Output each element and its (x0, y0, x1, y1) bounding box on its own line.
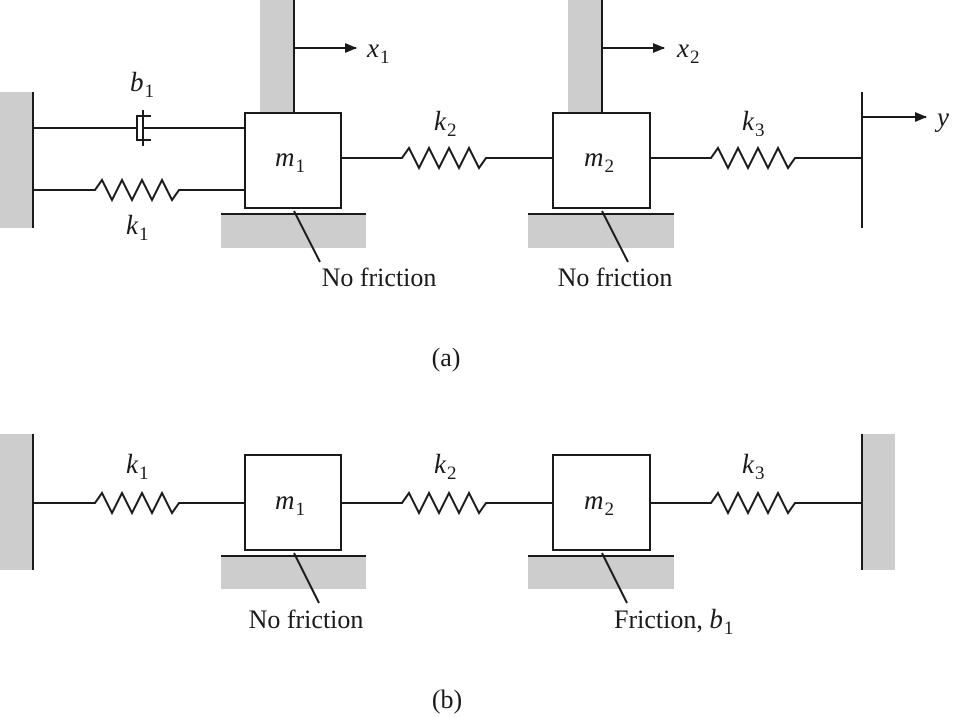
label-m1-a: m1 (275, 142, 305, 177)
left-wall-a (0, 92, 33, 228)
spring-k1-b (33, 490, 245, 516)
ground-1-a (221, 214, 366, 248)
panel-a: x1 x2 y b1 k1 k2 k3 m1 m2 No friction No… (0, 0, 949, 372)
label-x1: x1 (366, 33, 389, 68)
label-k1-a: k1 (126, 210, 148, 245)
label-k2-a: k2 (434, 106, 456, 141)
m2-post (568, 0, 602, 113)
label-k2-b: k2 (434, 449, 456, 484)
ground-1-b (221, 556, 366, 589)
label-k3-b: k3 (742, 449, 764, 484)
label-m2-a: m2 (584, 142, 614, 177)
mass-m1-a (244, 112, 342, 209)
surface-label-2-a: No friction (558, 263, 673, 292)
leader-line-2-a (601, 210, 629, 263)
label-k1-b: k1 (126, 449, 148, 484)
surface-label-1-a: No friction (322, 263, 437, 292)
spring-k1-a (33, 177, 245, 203)
label-y: y (934, 102, 949, 132)
panel-b: k1 k2 k3 m1 m2 No friction Friction, b1 … (0, 434, 895, 714)
mass-m1-b (244, 454, 342, 551)
label-m1-b: m1 (275, 485, 305, 520)
mass-m2-b (552, 454, 651, 551)
leader-line-1-b (293, 552, 320, 604)
mass-m2-a (552, 112, 651, 209)
caption-a: (a) (432, 343, 461, 372)
leader-line-2-b (601, 552, 628, 604)
spring-k3-a (650, 145, 862, 171)
spring-k2-a (341, 145, 553, 171)
leader-line-1-a (293, 210, 321, 263)
label-b1: b1 (130, 67, 154, 102)
label-x2: x2 (676, 33, 699, 68)
spring-k2-b (341, 490, 553, 516)
caption-b: (b) (432, 685, 462, 714)
left-wall-b (0, 434, 33, 570)
surface-label-2-b: Friction, b1 (614, 604, 733, 639)
ground-2-a (528, 214, 674, 248)
surface-label-1-b: No friction (249, 605, 364, 634)
m1-post (260, 0, 294, 113)
ground-2-b (528, 556, 674, 589)
right-wall-b (862, 434, 895, 570)
label-m2-b: m2 (584, 485, 614, 520)
damper-b1 (33, 110, 245, 146)
spring-k3-b (650, 490, 862, 516)
label-k3-a: k3 (742, 106, 764, 141)
